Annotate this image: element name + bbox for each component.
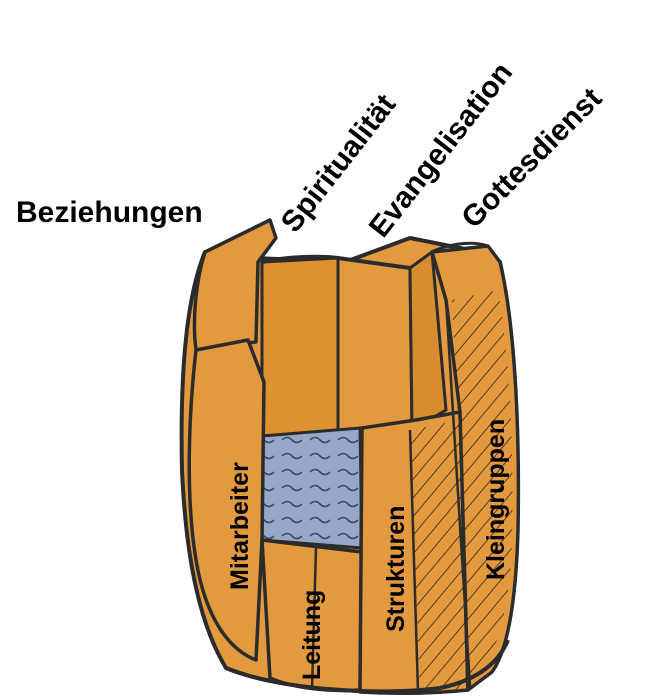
label-mitarbeiter: Mitarbeiter <box>228 462 253 590</box>
label-beziehungen: Beziehungen <box>16 198 203 228</box>
label-strukturen: Strukturen <box>384 506 409 632</box>
back-stave-left <box>262 258 338 436</box>
back-stave-mid <box>338 258 412 432</box>
water-waves <box>262 428 362 548</box>
label-leitung: Leitung <box>300 590 325 680</box>
label-kleingruppen: Kleingruppen <box>484 419 509 580</box>
